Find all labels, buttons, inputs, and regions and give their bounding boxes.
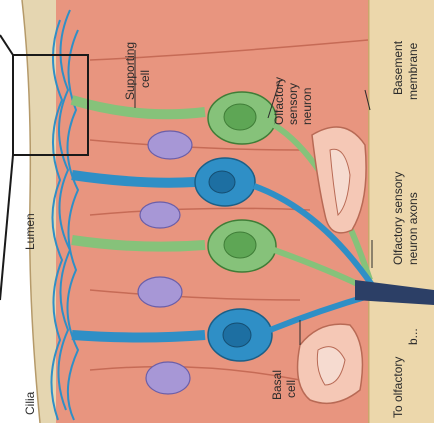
label-basal-line2: cell xyxy=(284,380,298,398)
label-supporting-cell-line2: cell xyxy=(138,70,152,88)
label-basal-line1: Basal xyxy=(270,370,284,400)
label-basement-line2: membrane xyxy=(406,42,420,100)
label-axons-line1: Olfactory sensory xyxy=(391,172,405,265)
label-basement-membrane: Basement membrane xyxy=(391,40,420,100)
label-to-olfactory-line2: b... xyxy=(406,328,420,345)
label-to-olfactory-line1: To olfactory xyxy=(391,357,405,418)
label-osn-line3: neuron xyxy=(300,88,314,125)
label-osn-line1: Olfactory xyxy=(272,77,286,125)
label-cilia: Cilia xyxy=(23,391,37,415)
label-supporting-cell-line1: Supporting xyxy=(123,42,137,100)
label-osn-line2: sensory xyxy=(286,83,300,125)
label-basement-line1: Basement xyxy=(391,40,405,95)
label-axons-line2: neuron axons xyxy=(406,192,420,265)
label-lumen: Lumen xyxy=(23,213,37,250)
